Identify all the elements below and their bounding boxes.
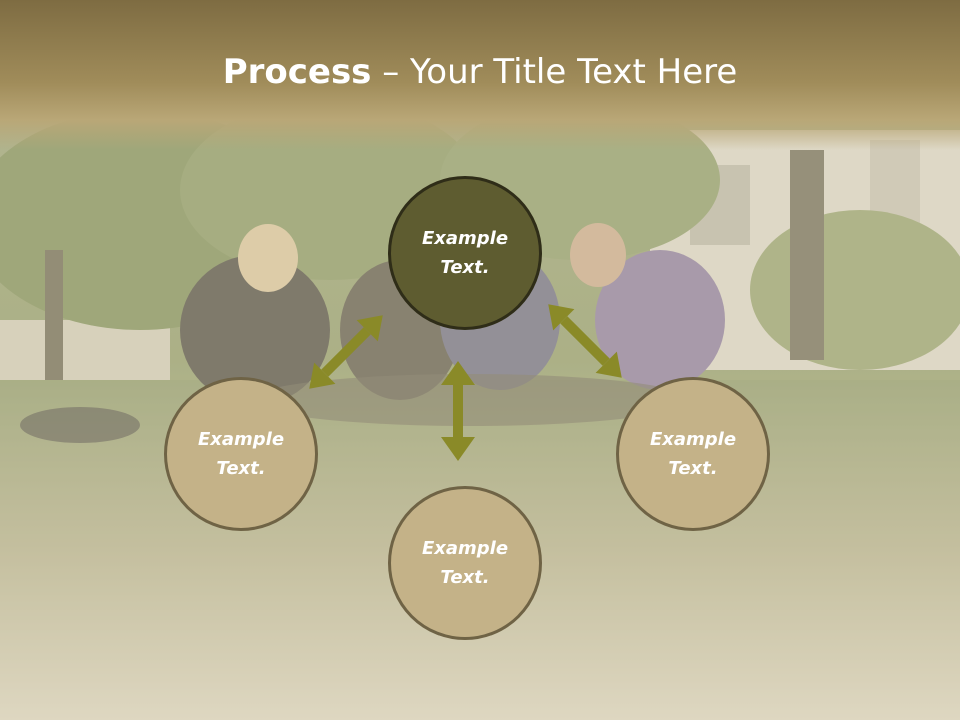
node-label-left: Example Text.: [197, 429, 285, 479]
node-label-right: Example Text.: [649, 429, 737, 479]
node-label-top: Example Text.: [421, 228, 509, 278]
process-node-right: Example Text.: [616, 377, 770, 531]
title-rest: – Your Title Text Here: [371, 52, 738, 92]
node-label-bottom: Example Text.: [421, 538, 509, 588]
arrow-top-right: [548, 304, 622, 378]
process-node-bottom: Example Text.: [388, 486, 542, 640]
arrow-vertical: [441, 361, 475, 461]
title-bar: [0, 0, 960, 150]
process-node-top: Example Text.: [388, 176, 542, 330]
process-node-left: Example Text.: [164, 377, 318, 531]
slide-title: Process – Your Title Text Here: [0, 52, 960, 92]
title-bold: Process: [222, 52, 372, 92]
arrow-top-left: [309, 315, 383, 389]
